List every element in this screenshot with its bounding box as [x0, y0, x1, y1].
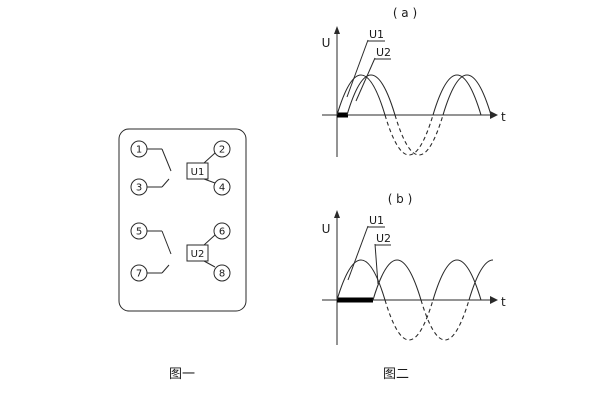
relay-outline	[118, 128, 247, 312]
terminal-3-label: 3	[136, 183, 142, 194]
graph-b-u1-curve-dashed	[384, 299, 434, 341]
u1-box	[186, 162, 209, 180]
graph-a-phase-shift-marker	[337, 112, 348, 118]
terminal-3: 3	[130, 178, 148, 196]
u1-box-label: U1	[191, 167, 205, 178]
u2-unit: U2	[186, 234, 216, 268]
graph-b-curves	[336, 259, 493, 341]
graph-a-u1-leader-line	[346, 39, 369, 98]
graph-a-u2-leader-line	[355, 57, 376, 102]
terminal-4-circle	[213, 178, 231, 196]
contact-1-3-blade	[161, 148, 172, 172]
terminal-4: 4	[213, 178, 231, 196]
graph-a-u2-label: U2	[376, 46, 391, 59]
contact-5-7	[147, 230, 172, 274]
graph-a-u1-curve-dashed	[384, 114, 434, 156]
terminal-4-label: 4	[219, 183, 225, 194]
graph-b-phase-shift-marker	[337, 297, 373, 303]
graph-a-u2-curve-solid	[346, 74, 492, 116]
graph-b-x-axis-label: t	[501, 295, 506, 309]
graph-a-x-axis-label: t	[501, 110, 506, 124]
terminal-6-label: 6	[219, 227, 225, 238]
terminal-8: 8	[213, 264, 231, 282]
graph-b-u1-label: U1	[369, 214, 384, 227]
graph-b-u2-leader-line	[374, 243, 379, 285]
graph-b-u1-leader-line	[347, 225, 369, 281]
graph-a-u1-curve-solid	[336, 74, 482, 116]
graph-b-u2-curve-dashed	[420, 299, 470, 341]
u2-box-label: U2	[191, 249, 205, 260]
terminal-1: 1	[130, 140, 148, 158]
graph-b-y-axis-label: U	[322, 222, 331, 236]
graph-b-title: ( b )	[388, 192, 413, 206]
terminal-8-label: 8	[219, 269, 225, 280]
graph-b-x-axis-arrow-icon	[490, 296, 498, 304]
graph-a-y-axis-arrow-icon	[334, 26, 340, 34]
terminal-2: 2	[213, 140, 231, 158]
u2-box	[186, 244, 209, 262]
graph-b-u1-curve-solid	[336, 259, 482, 301]
graph-a: ( a ) U t U1 U2	[322, 6, 506, 157]
terminal-7: 7	[130, 264, 148, 282]
figure2-caption: 图二	[383, 367, 409, 382]
graph-a-y-axis-label: U	[322, 36, 331, 50]
graph-b: ( b ) U t U1 U2	[322, 192, 506, 345]
terminal-6-circle	[213, 222, 231, 240]
u1-unit: U1	[186, 152, 216, 184]
terminal-2-label: 2	[219, 145, 225, 156]
graph-b-curve-labels: U1 U2	[347, 214, 391, 285]
contact-5-7-tick	[161, 264, 170, 274]
graph-a-u2-curve-dashed	[394, 114, 444, 156]
terminal-6: 6	[213, 222, 231, 240]
contact-1-3-tick	[161, 178, 170, 188]
terminal-8-circle	[213, 264, 231, 282]
terminal-1-label: 1	[136, 145, 142, 156]
graph-a-title: ( a )	[393, 6, 417, 20]
figure1-caption: 图一	[169, 367, 195, 382]
terminal-2-circle	[213, 140, 231, 158]
graph-b-y-axis-arrow-icon	[334, 210, 340, 218]
contact-1-3	[147, 148, 172, 188]
figure1-terminal-diagram: 1 2 3 4 5 6 7 8	[118, 128, 247, 382]
graph-b-u2-label: U2	[376, 232, 391, 245]
contact-5-7-blade	[161, 230, 172, 255]
graph-a-curve-labels: U1 U2	[346, 28, 391, 102]
graph-b-u2-curve-solid	[372, 259, 493, 301]
graph-a-curves	[336, 74, 492, 156]
graph-a-x-axis-arrow-icon	[490, 111, 498, 119]
terminal-5: 5	[130, 222, 148, 240]
terminal-5-label: 5	[136, 227, 142, 238]
terminal-7-label: 7	[136, 269, 142, 280]
figure2-waveforms: ( a ) U t U1 U2	[322, 6, 506, 382]
graph-a-u1-label: U1	[369, 28, 384, 41]
